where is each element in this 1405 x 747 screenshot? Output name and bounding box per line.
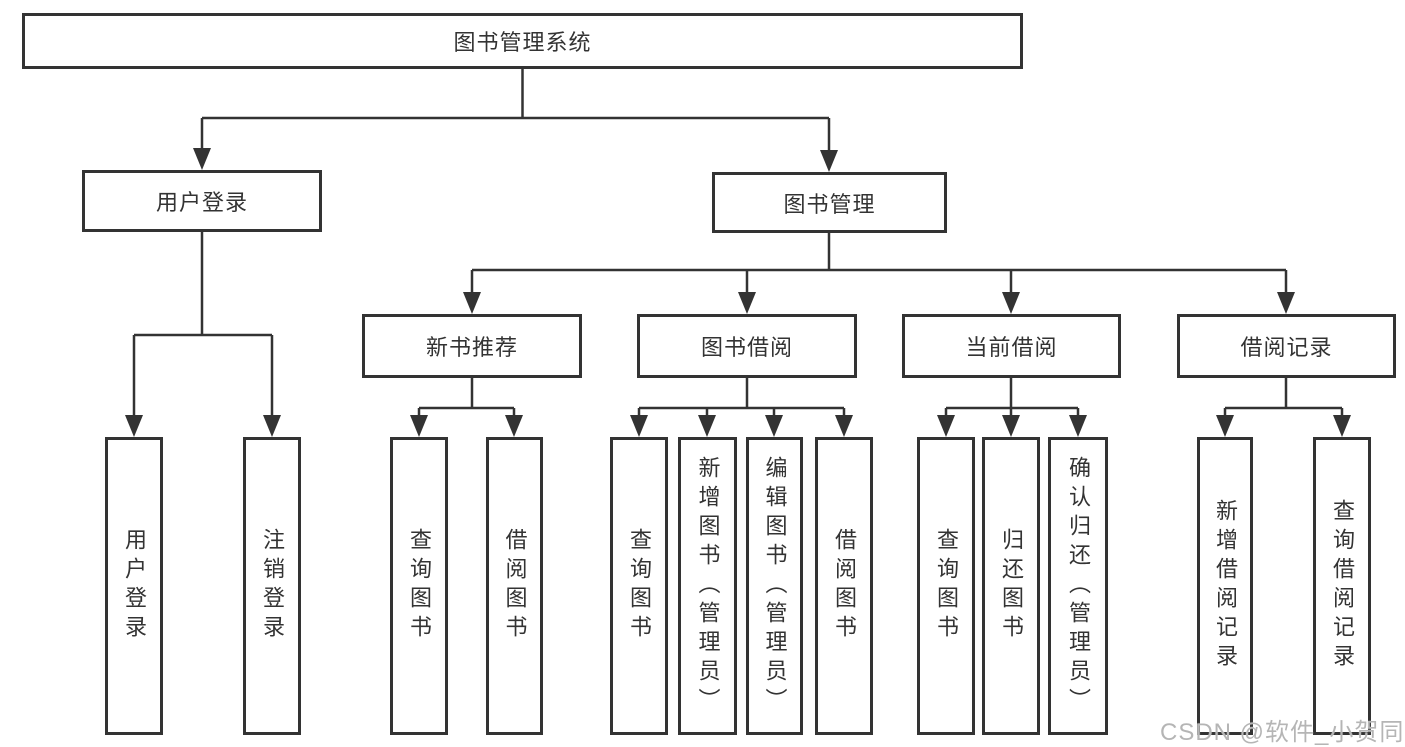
- leaf-add-borrow-record: 新增借阅记录: [1197, 437, 1253, 735]
- node-library-management-system: 图书管理系统: [22, 13, 1023, 69]
- node-label: 查询图书: [627, 528, 652, 644]
- node-label: 借阅图书: [502, 528, 528, 644]
- node-borrowing-records: 借阅记录: [1177, 314, 1396, 378]
- node-label: 确认归还（管理员）: [1066, 455, 1091, 717]
- leaf-query-books-current: 查询图书: [917, 437, 975, 735]
- leaf-borrow-books-borrowing: 借阅图书: [815, 437, 873, 735]
- node-label: 图书借阅: [700, 335, 793, 360]
- node-label: 新增图书（管理员）: [695, 455, 721, 717]
- leaf-edit-books-admin: 编辑图书（管理员）: [746, 437, 803, 735]
- node-label: 新书推荐: [425, 335, 518, 360]
- node-new-book-recommendation: 新书推荐: [362, 314, 582, 378]
- leaf-logout: 注销登录: [243, 437, 301, 735]
- node-label: 查询借阅记录: [1330, 499, 1355, 673]
- leaf-add-books-admin: 新增图书（管理员）: [678, 437, 737, 735]
- node-label: 查询图书: [407, 528, 432, 644]
- leaf-query-books-borrowing: 查询图书: [610, 437, 668, 735]
- leaf-borrow-books-recommend: 借阅图书: [486, 437, 543, 735]
- node-current-borrowing: 当前借阅: [902, 314, 1121, 378]
- node-book-borrowing: 图书借阅: [637, 314, 857, 378]
- node-label: 借阅图书: [832, 528, 857, 644]
- node-label: 归还图书: [999, 528, 1024, 644]
- leaf-query-borrow-record: 查询借阅记录: [1313, 437, 1371, 735]
- node-user-login: 用户登录: [82, 170, 322, 232]
- leaf-query-books-recommend: 查询图书: [390, 437, 448, 735]
- node-label: 用户登录: [155, 190, 248, 215]
- node-label: 图书管理: [783, 191, 876, 217]
- node-label: 编辑图书（管理员）: [762, 455, 788, 717]
- node-label: 新增借阅记录: [1213, 499, 1238, 673]
- node-book-management: 图书管理: [712, 172, 947, 233]
- node-label: 查询图书: [934, 528, 959, 644]
- node-label: 注销登录: [260, 528, 285, 644]
- node-label: 用户登录: [122, 528, 147, 644]
- node-label: 借阅记录: [1240, 335, 1333, 360]
- node-label: 图书管理系统: [453, 30, 592, 55]
- leaf-confirm-return-admin: 确认归还（管理员）: [1048, 437, 1108, 735]
- leaf-return-books: 归还图书: [982, 437, 1040, 735]
- leaf-user-login: 用户登录: [105, 437, 163, 735]
- node-label: 当前借阅: [965, 335, 1058, 360]
- watermark: CSDN @软件_小贺同学: [1160, 719, 1405, 746]
